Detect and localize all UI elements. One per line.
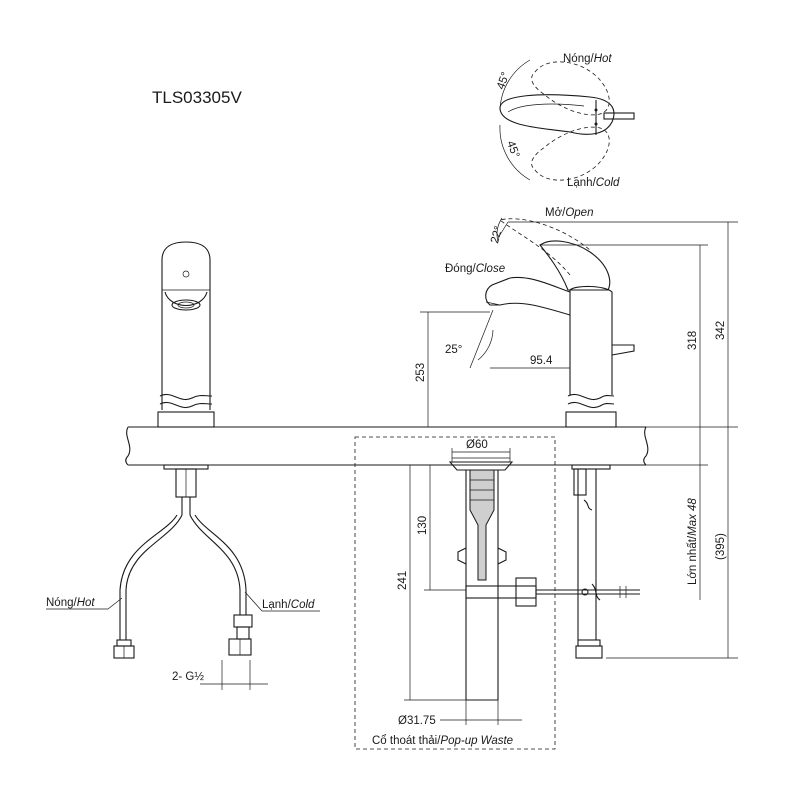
dim-318: 318 <box>687 331 699 350</box>
dim-241: 241 <box>397 571 409 590</box>
front-hot-label: Nóng/Hot <box>46 597 95 609</box>
popup-waste-label: Cổ thoát thải/Pop-up Waste <box>372 735 513 747</box>
open-label: Mở/Open <box>545 207 593 219</box>
dim-d3175: Ø31.75 <box>398 715 436 727</box>
countertop <box>125 426 649 466</box>
top-view: 45° 45° Nóng/Hot Lạnh/Cold <box>495 53 635 189</box>
dim-max-48: Lớn nhất/Max 48 <box>687 498 699 585</box>
top-hot-label: Nóng/Hot <box>563 53 612 65</box>
model-title: TLS03305V <box>152 88 242 107</box>
side-view: 22° 25° Mở/Open Đóng/Close 253 95.4 318 … <box>415 207 738 659</box>
dim-342: 342 <box>715 321 727 340</box>
close-label: Đóng/Close <box>445 263 505 275</box>
thread-size: 2- G½ <box>172 671 204 683</box>
dim-d60: Ø60 <box>466 439 488 451</box>
angle-25: 25° <box>445 344 462 356</box>
angle-45-top: 45° <box>495 71 512 91</box>
dim-395: (395) <box>715 533 727 560</box>
front-cold-label: Lạnh/Cold <box>262 599 315 611</box>
dim-95-4: 95.4 <box>530 355 553 367</box>
angle-45-bottom: 45° <box>504 139 521 159</box>
dim-130: 130 <box>417 516 429 535</box>
top-cold-label: Lạnh/Cold <box>567 177 620 189</box>
popup-waste: Ø60 130 241 Ø31.75 Cổ thoát thải/Pop-up … <box>354 436 640 750</box>
front-view: Nóng/Hot Lạnh/Cold 2- G½ <box>46 241 320 690</box>
angle-22: 22° <box>489 225 505 245</box>
dim-253: 253 <box>415 363 427 382</box>
